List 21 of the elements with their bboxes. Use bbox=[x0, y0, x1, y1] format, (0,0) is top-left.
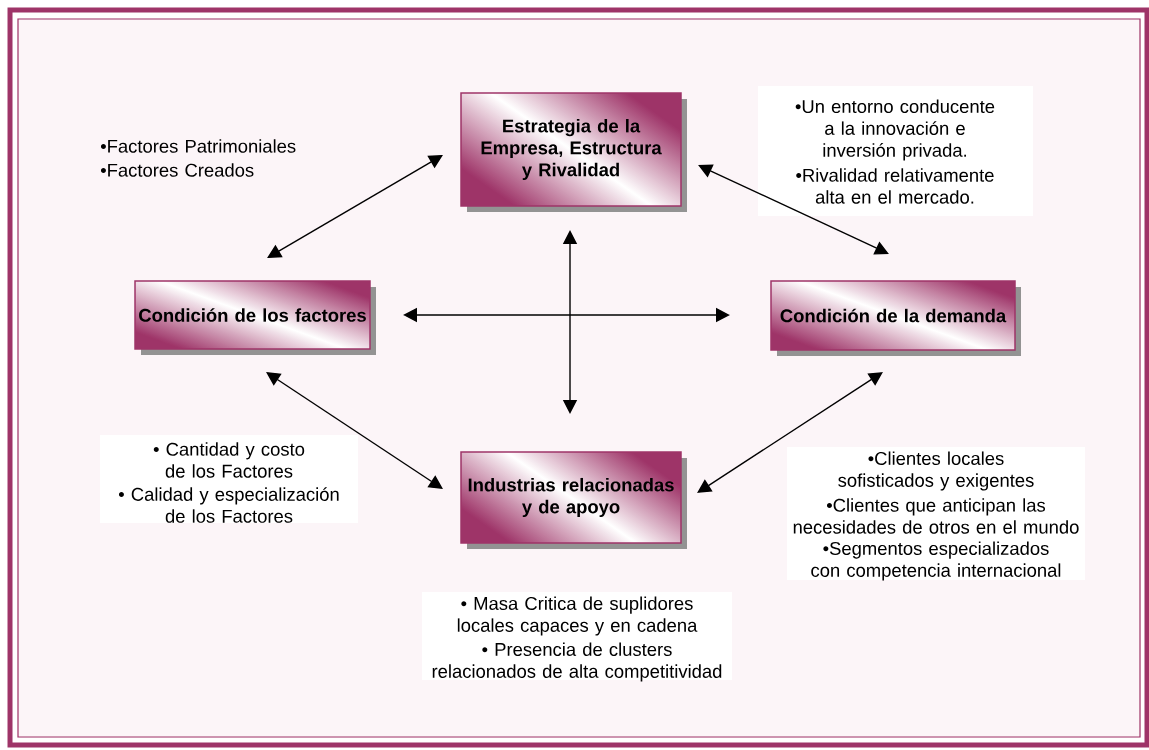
bullet-text: • Presencia de clusters relacionados de alta competitividad bbox=[432, 642, 722, 682]
bullet-text: •Factores Creados bbox=[100, 163, 254, 177]
arrow bbox=[267, 155, 443, 258]
arrow bbox=[698, 164, 889, 255]
bullet-text: •Factores Patrimoniales bbox=[100, 139, 296, 153]
bullet-text: •Un entorno conducente a la innovación e inversión privada. bbox=[795, 99, 995, 161]
process-box: Condición de la demanda bbox=[770, 280, 1021, 356]
arrow bbox=[403, 307, 730, 323]
process-box: Condición de los factores bbox=[134, 280, 376, 355]
bullet-text: • Masa Critica de suplidores locales capaces y en cadena bbox=[457, 596, 698, 636]
bullet-text: •Rivalidad relativamente alta en el mercado. bbox=[796, 168, 994, 204]
bullet-text: •Clientes locales sofisticados y exigentes bbox=[838, 451, 1034, 491]
bullet-text: •Clientes que anticipan las necesidades de otros en el mundo bbox=[793, 498, 1079, 534]
process-box: Estrategia de la Empresa, Estructura y Rivalidad bbox=[460, 92, 687, 212]
bullet-text: • Cantidad y costo de los Factores bbox=[153, 442, 305, 478]
arrow bbox=[562, 230, 578, 414]
bullet-text: • Calidad y especialización de los Factores bbox=[118, 487, 339, 523]
arrow bbox=[266, 372, 443, 489]
bullet-text: •Segmentos especializados con competencia internacional bbox=[811, 541, 1061, 581]
process-box: Industrias relacionadas y de apoyo bbox=[460, 451, 687, 549]
arrow bbox=[697, 372, 883, 493]
